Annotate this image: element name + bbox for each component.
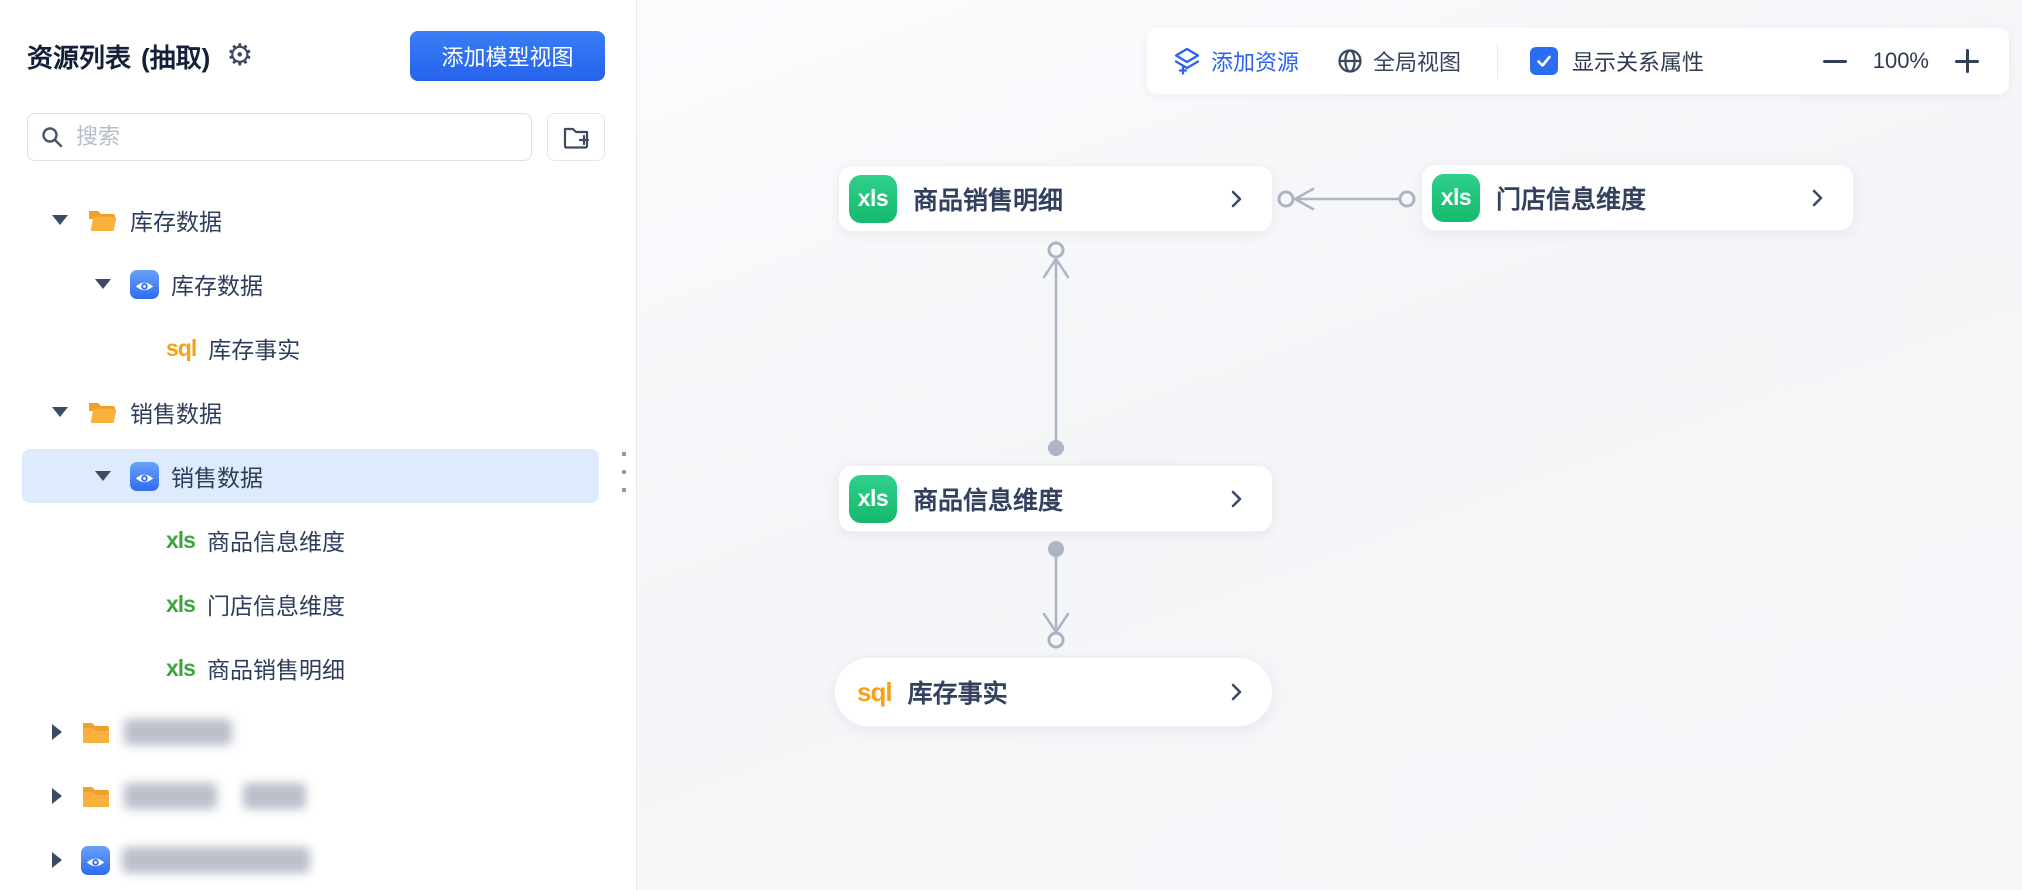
redacted-label — [122, 847, 310, 873]
tree-label: 销售数据 — [171, 465, 263, 491]
tree-row-redacted-view[interactable] — [0, 828, 637, 890]
relationship-connectors — [1042, 187, 1416, 649]
tree-row-redacted-folder[interactable] — [0, 700, 637, 764]
add-resource-label: 添加资源 — [1211, 50, 1300, 75]
folder-icon — [81, 719, 112, 745]
view-icon — [130, 461, 159, 491]
chevron-right-icon[interactable] — [1224, 680, 1248, 704]
sql-icon: sql — [166, 334, 197, 361]
gear-icon[interactable]: ⚙ — [226, 39, 254, 72]
tree-row-view-inventory[interactable]: 库存数据 — [0, 252, 637, 316]
caret-down-icon[interactable] — [95, 471, 111, 481]
tree-row-redacted-folder[interactable] — [0, 764, 637, 828]
node-label: 门店信息维度 — [1496, 185, 1647, 214]
tree-row-xls-product-dim[interactable]: xls 商品信息维度 — [0, 508, 637, 572]
node-label: 库存事实 — [907, 680, 1008, 708]
add-folder-button[interactable] — [547, 113, 605, 161]
show-relation-checkbox[interactable] — [1530, 47, 1559, 75]
xls-icon: xls — [166, 590, 196, 617]
folder-icon — [87, 207, 118, 233]
zoom-out-button[interactable] — [1822, 49, 1847, 73]
tree-row-folder-inventory[interactable]: 库存数据 — [0, 188, 637, 252]
tree-label: 商品销售明细 — [206, 657, 345, 683]
view-icon — [81, 845, 110, 875]
add-resource-button[interactable]: 添加资源 — [1173, 45, 1299, 77]
tree-label: 库存事实 — [208, 337, 301, 363]
sidebar-title: 资源列表 — [27, 42, 132, 73]
canvas-toolbar: 添加资源 全局视图 显示关系属性 100% — [1147, 28, 2009, 94]
zoom-controls: 100% — [1822, 48, 1979, 74]
folder-icon — [81, 783, 112, 809]
caret-right-icon[interactable] — [52, 852, 62, 868]
connector-store-to-sales — [1277, 187, 1416, 211]
caret-down-icon[interactable] — [95, 279, 111, 289]
node-store-dim[interactable]: xls 门店信息维度 — [1421, 164, 1854, 231]
add-folder-icon — [563, 127, 590, 149]
tree-label: 商品信息维度 — [206, 529, 345, 555]
xls-icon: xls — [849, 174, 897, 223]
node-inventory-fact[interactable]: sql 库存事实 — [834, 657, 1273, 727]
tree-row-sql-inventory-fact[interactable]: sql 库存事实 — [0, 316, 637, 380]
xls-icon: xls — [849, 474, 897, 523]
connector-product-to-sales — [1042, 241, 1070, 456]
zoom-in-button[interactable] — [1955, 49, 1979, 73]
redacted-label — [243, 783, 306, 809]
sidebar-header: 资源列表 (抽取) ⚙ — [27, 30, 253, 82]
tree-row-view-sales[interactable]: 销售数据 — [0, 444, 637, 508]
search-input[interactable] — [74, 123, 519, 151]
tree-label: 库存数据 — [171, 273, 263, 299]
check-icon — [1537, 55, 1551, 67]
tree-row-xls-sales-detail[interactable]: xls 商品销售明细 — [0, 636, 637, 700]
model-canvas[interactable]: 添加资源 全局视图 显示关系属性 100% — [637, 0, 2022, 890]
show-relation-label: 显示关系属性 — [1572, 50, 1705, 75]
zoom-level: 100% — [1872, 48, 1929, 73]
sql-icon: sql — [857, 676, 893, 707]
node-label: 商品销售明细 — [913, 186, 1064, 215]
global-view-label: 全局视图 — [1373, 50, 1462, 75]
redacted-label — [124, 719, 232, 745]
connector-product-to-inventory — [1042, 541, 1070, 649]
redacted-label — [124, 783, 217, 809]
add-model-view-button[interactable]: 添加模型视图 — [410, 31, 605, 81]
xls-icon: xls — [166, 526, 196, 553]
tree-label: 门店信息维度 — [206, 593, 345, 619]
global-view-button[interactable]: 全局视图 — [1337, 45, 1461, 77]
chevron-right-icon[interactable] — [1224, 187, 1248, 211]
caret-down-icon[interactable] — [52, 215, 68, 225]
caret-down-icon[interactable] — [52, 407, 68, 417]
node-label: 商品信息维度 — [913, 486, 1064, 515]
chevron-right-icon[interactable] — [1224, 487, 1248, 511]
search-box[interactable] — [27, 113, 532, 161]
caret-right-icon[interactable] — [52, 788, 62, 804]
add-resource-icon — [1174, 47, 1200, 75]
folder-icon — [87, 399, 118, 425]
search-icon — [42, 127, 63, 148]
toolbar-divider — [1497, 43, 1499, 79]
sidebar-resize-handle[interactable] — [620, 452, 628, 492]
resource-sidebar: 资源列表 (抽取) ⚙ 添加模型视图 库存数据 — [0, 0, 637, 890]
xls-icon: xls — [1432, 173, 1480, 222]
chevron-right-icon[interactable] — [1805, 186, 1829, 210]
view-icon — [130, 269, 159, 299]
tree-row-folder-sales[interactable]: 销售数据 — [0, 380, 637, 444]
xls-icon: xls — [166, 654, 196, 681]
tree-label: 销售数据 — [130, 401, 222, 427]
tree-row-xls-store-dim[interactable]: xls 门店信息维度 — [0, 572, 637, 636]
tree-label: 库存数据 — [130, 209, 222, 235]
node-sales-detail[interactable]: xls 商品销售明细 — [838, 165, 1273, 232]
caret-right-icon[interactable] — [52, 724, 62, 740]
node-product-dim[interactable]: xls 商品信息维度 — [838, 465, 1273, 532]
sidebar-title-suffix: (抽取) — [141, 42, 211, 73]
globe-icon — [1338, 49, 1362, 73]
